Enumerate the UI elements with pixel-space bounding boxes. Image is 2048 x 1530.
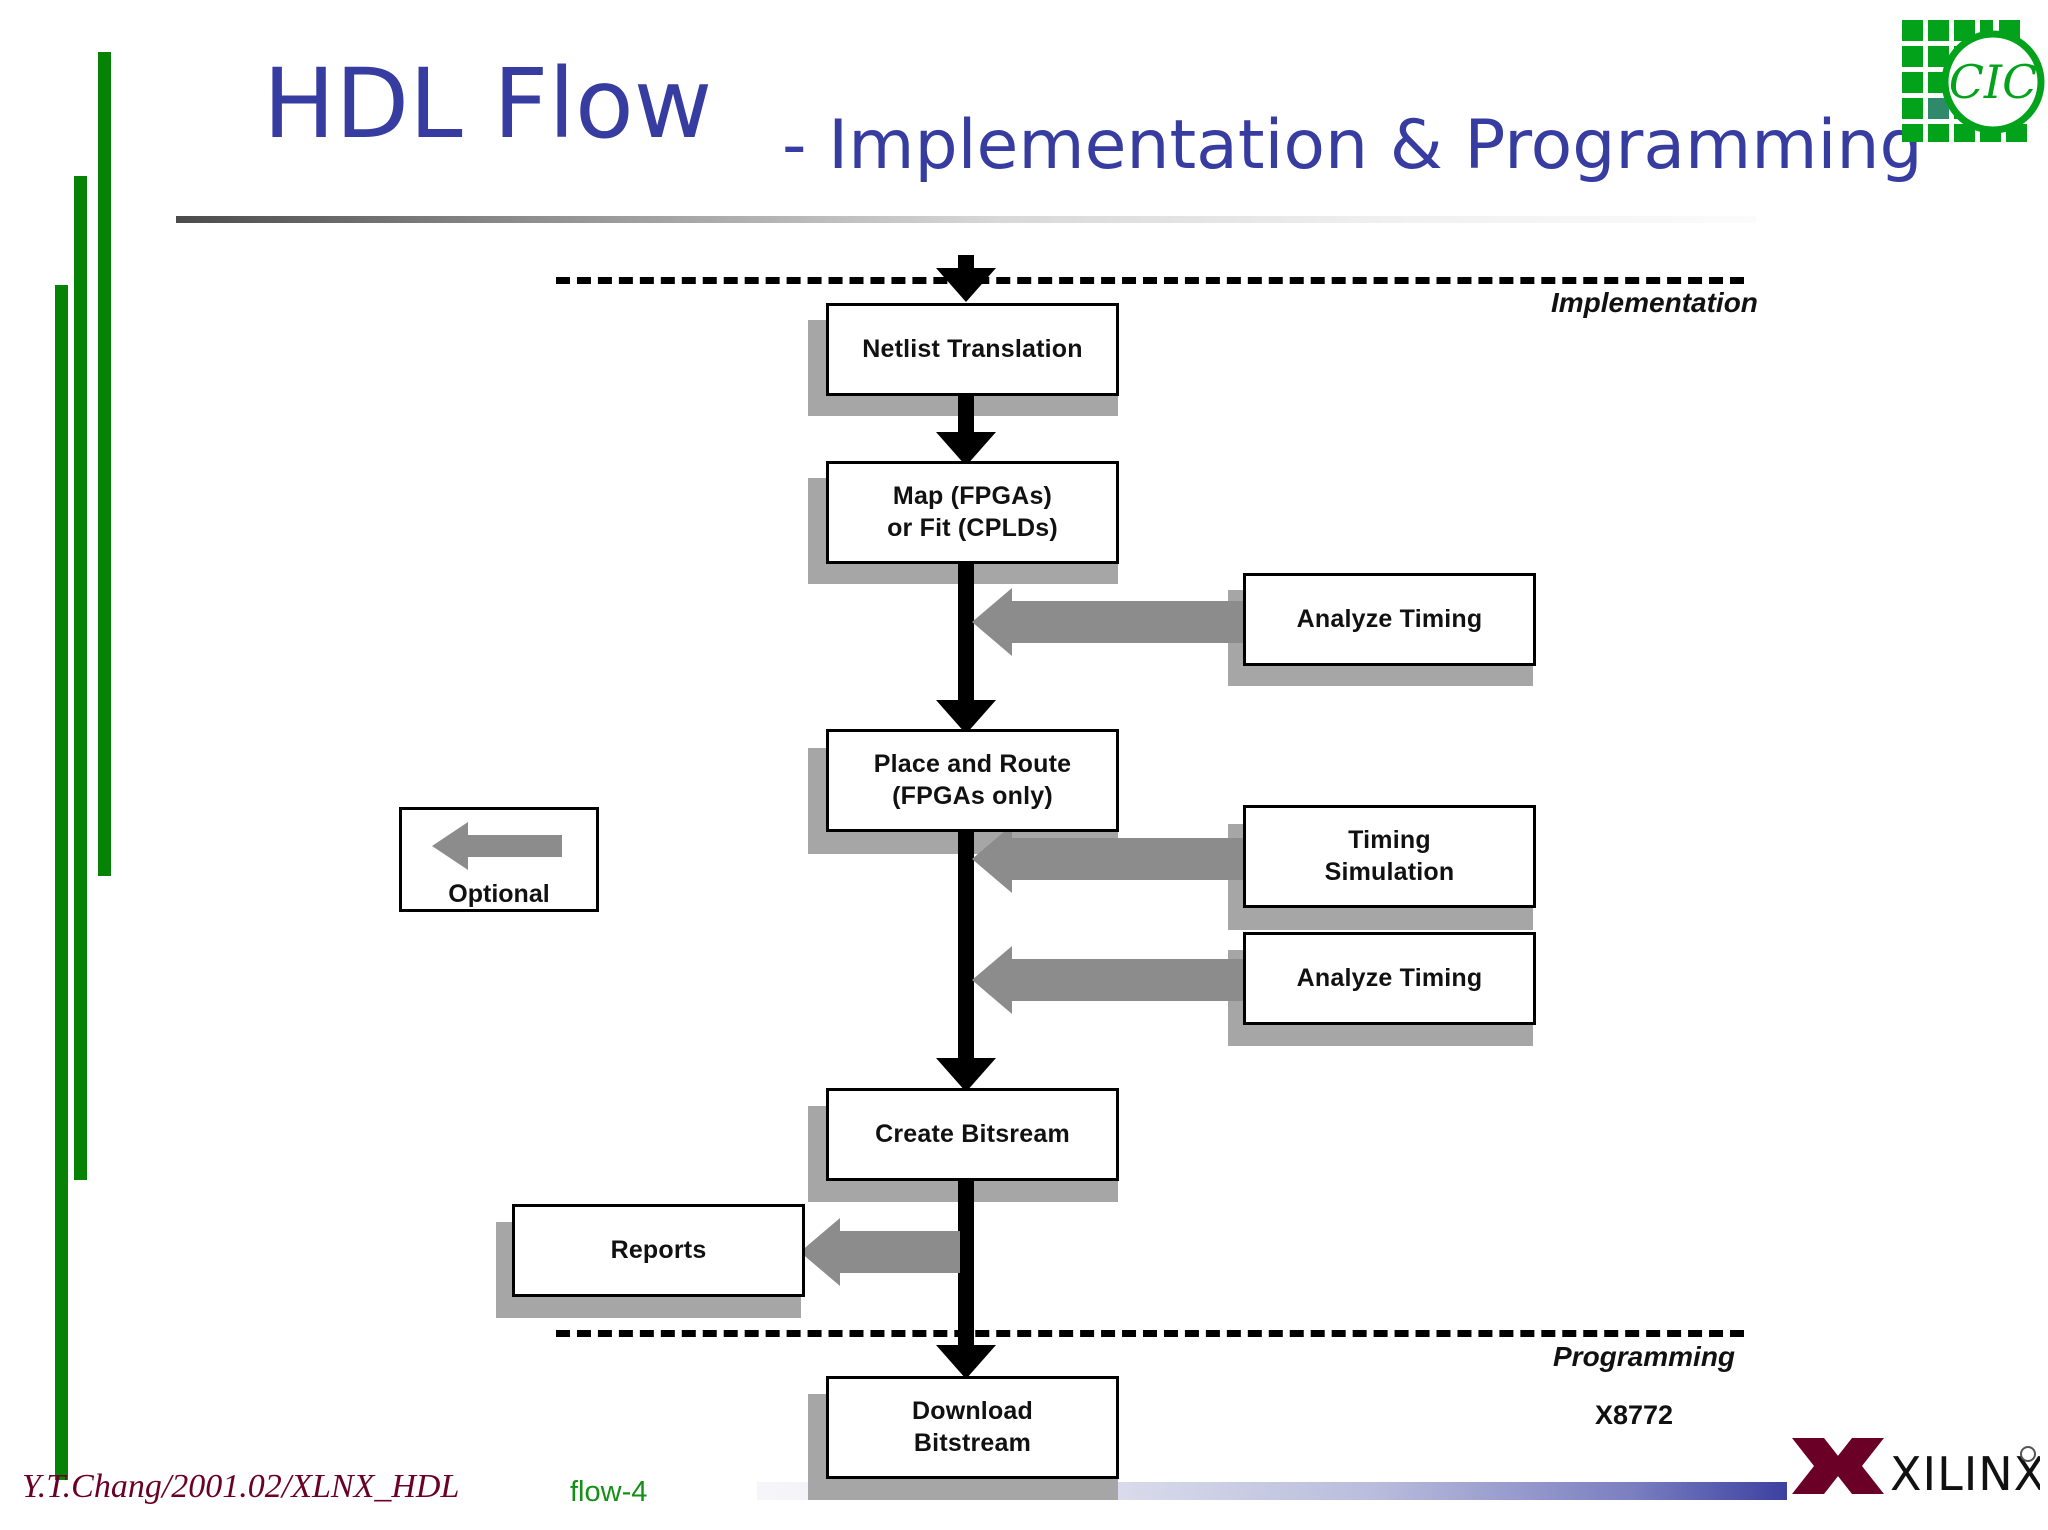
flow-arrow-shaft-4 xyxy=(958,1181,974,1357)
title-divider xyxy=(176,216,1756,223)
green-accent-bar-1 xyxy=(98,52,111,876)
page-title: HDL Flow xyxy=(263,48,713,160)
flow-box-label-line2: Bitstream xyxy=(913,1428,1032,1457)
flow-box-reports[interactable]: Reports xyxy=(512,1204,805,1297)
flow-box-create-bitstream[interactable]: Create Bitsream xyxy=(826,1088,1119,1181)
optional-arrow-shaft-timing-simulation xyxy=(1012,838,1246,880)
zone-label-programming: Programming xyxy=(1553,1341,1736,1372)
flow-arrow-shaft-3 xyxy=(958,832,974,1070)
flow-box-label-line2: or Fit (CPLDs) xyxy=(887,513,1058,542)
flow-box-label: Analyze Timing xyxy=(1296,604,1483,633)
footer-author-text: Y.T.Chang/2001.02/XLNX_HDL xyxy=(22,1468,460,1505)
flow-box-map-fit[interactable]: Map (FPGAs) or Fit (CPLDs) xyxy=(826,461,1119,564)
footer-page-number: flow-4 xyxy=(570,1476,648,1508)
flow-arrow-head-entry xyxy=(936,268,996,302)
flow-box-download-bitstream[interactable]: Download Bitstream xyxy=(826,1376,1119,1479)
optional-arrow-head-analyze-timing-1 xyxy=(972,588,1012,656)
flow-box-label: Netlist Translation xyxy=(862,334,1083,363)
optional-arrow-head-reports xyxy=(800,1218,840,1286)
flow-box-label-line1: Timing xyxy=(1348,826,1431,855)
flow-box-timing-simulation[interactable]: Timing Simulation xyxy=(1243,805,1536,908)
zone-label-implementation: Implementation xyxy=(1551,287,1758,318)
optional-arrow-head-timing-simulation xyxy=(972,825,1012,893)
flow-arrow-shaft-2 xyxy=(958,564,974,712)
left-arrow-icon xyxy=(432,822,562,870)
flow-box-label: Create Bitsream xyxy=(875,1119,1070,1148)
slide-header: HDL Flow - Implementation & Programming xyxy=(0,0,2048,223)
implementation-divider xyxy=(556,277,1744,284)
optional-arrow-head-analyze-timing-2 xyxy=(972,946,1012,1014)
legend-optional-box xyxy=(399,807,599,912)
optional-arrow-shaft-reports xyxy=(840,1231,960,1273)
flow-arrow-head-4 xyxy=(936,1345,996,1379)
optional-arrow-shaft-analyze-timing-2 xyxy=(1012,959,1246,1001)
flow-box-label-line2: Simulation xyxy=(1324,857,1455,886)
flow-box-label-line1: Download xyxy=(911,1397,1034,1426)
xilinx-wordmark: XILINX xyxy=(1890,1447,2040,1501)
diagram-code-label: X8772 xyxy=(1595,1400,1674,1430)
green-accent-bar-3 xyxy=(55,285,68,1480)
xilinx-logo: XILINX xyxy=(1790,1432,2045,1514)
registered-trademark-icon xyxy=(2020,1446,2036,1462)
cic-logo: CIC xyxy=(1900,8,2048,144)
legend-optional-label: Optional xyxy=(448,880,550,908)
flow-arrow-head-2 xyxy=(936,700,996,734)
flow-box-label-line1: Place and Route xyxy=(873,750,1072,779)
flow-box-analyze-timing-2[interactable]: Analyze Timing xyxy=(1243,932,1536,1025)
flow-box-label-line1: Map (FPGAs) xyxy=(892,482,1053,511)
page-subtitle: - Implementation & Programming xyxy=(782,106,1923,185)
cic-logo-text: CIC xyxy=(1949,55,2038,109)
flow-box-label: Reports xyxy=(610,1235,707,1264)
flow-box-netlist-translation[interactable]: Netlist Translation xyxy=(826,303,1119,396)
flow-arrow-head-3 xyxy=(936,1058,996,1092)
flow-box-label-line2: (FPGAs only) xyxy=(892,781,1053,810)
xilinx-x-mark xyxy=(1792,1438,1884,1494)
flow-box-place-and-route[interactable]: Place and Route (FPGAs only) xyxy=(826,729,1119,832)
flow-box-label: Analyze Timing xyxy=(1296,963,1483,992)
flow-box-analyze-timing-1[interactable]: Analyze Timing xyxy=(1243,573,1536,666)
flow-arrow-head-1 xyxy=(936,432,996,466)
programming-divider xyxy=(556,1330,1744,1337)
green-accent-bar-2 xyxy=(74,176,87,1180)
optional-arrow-shaft-analyze-timing-1 xyxy=(1012,601,1246,643)
